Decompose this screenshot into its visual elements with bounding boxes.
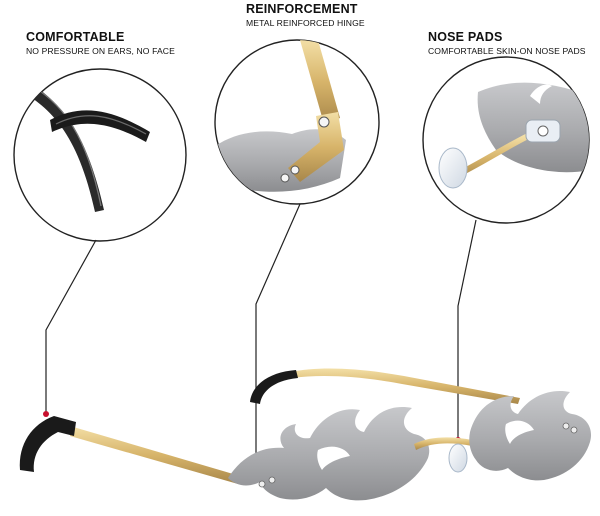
feature-title: REINFORCEMENT [246,2,358,16]
temple-tip-closeup-icon [13,68,187,242]
feature-subtitle: METAL REINFORCED HINGE [246,18,365,28]
flame-sunglasses-icon [19,368,592,501]
feature-title: COMFORTABLE [26,30,125,44]
feature-title: NOSE PADS [428,30,503,44]
feature-label-reinforcement: REINFORCEMENT METAL REINFORCED HINGE [246,2,365,28]
feature-label-comfortable: COMFORTABLE NO PRESSURE ON EARS, NO FACE [26,30,175,56]
pointer-lines [45,203,477,478]
pointer-dot [43,411,49,417]
feature-subtitle: NO PRESSURE ON EARS, NO FACE [26,46,175,56]
feature-label-nose-pads: NOSE PADS COMFORTABLE SKIN-ON NOSE PADS [428,30,586,56]
hinge-closeup-icon [214,39,380,205]
feature-subtitle: COMFORTABLE SKIN-ON NOSE PADS [428,46,586,56]
nose-pad-closeup-icon [422,56,590,224]
